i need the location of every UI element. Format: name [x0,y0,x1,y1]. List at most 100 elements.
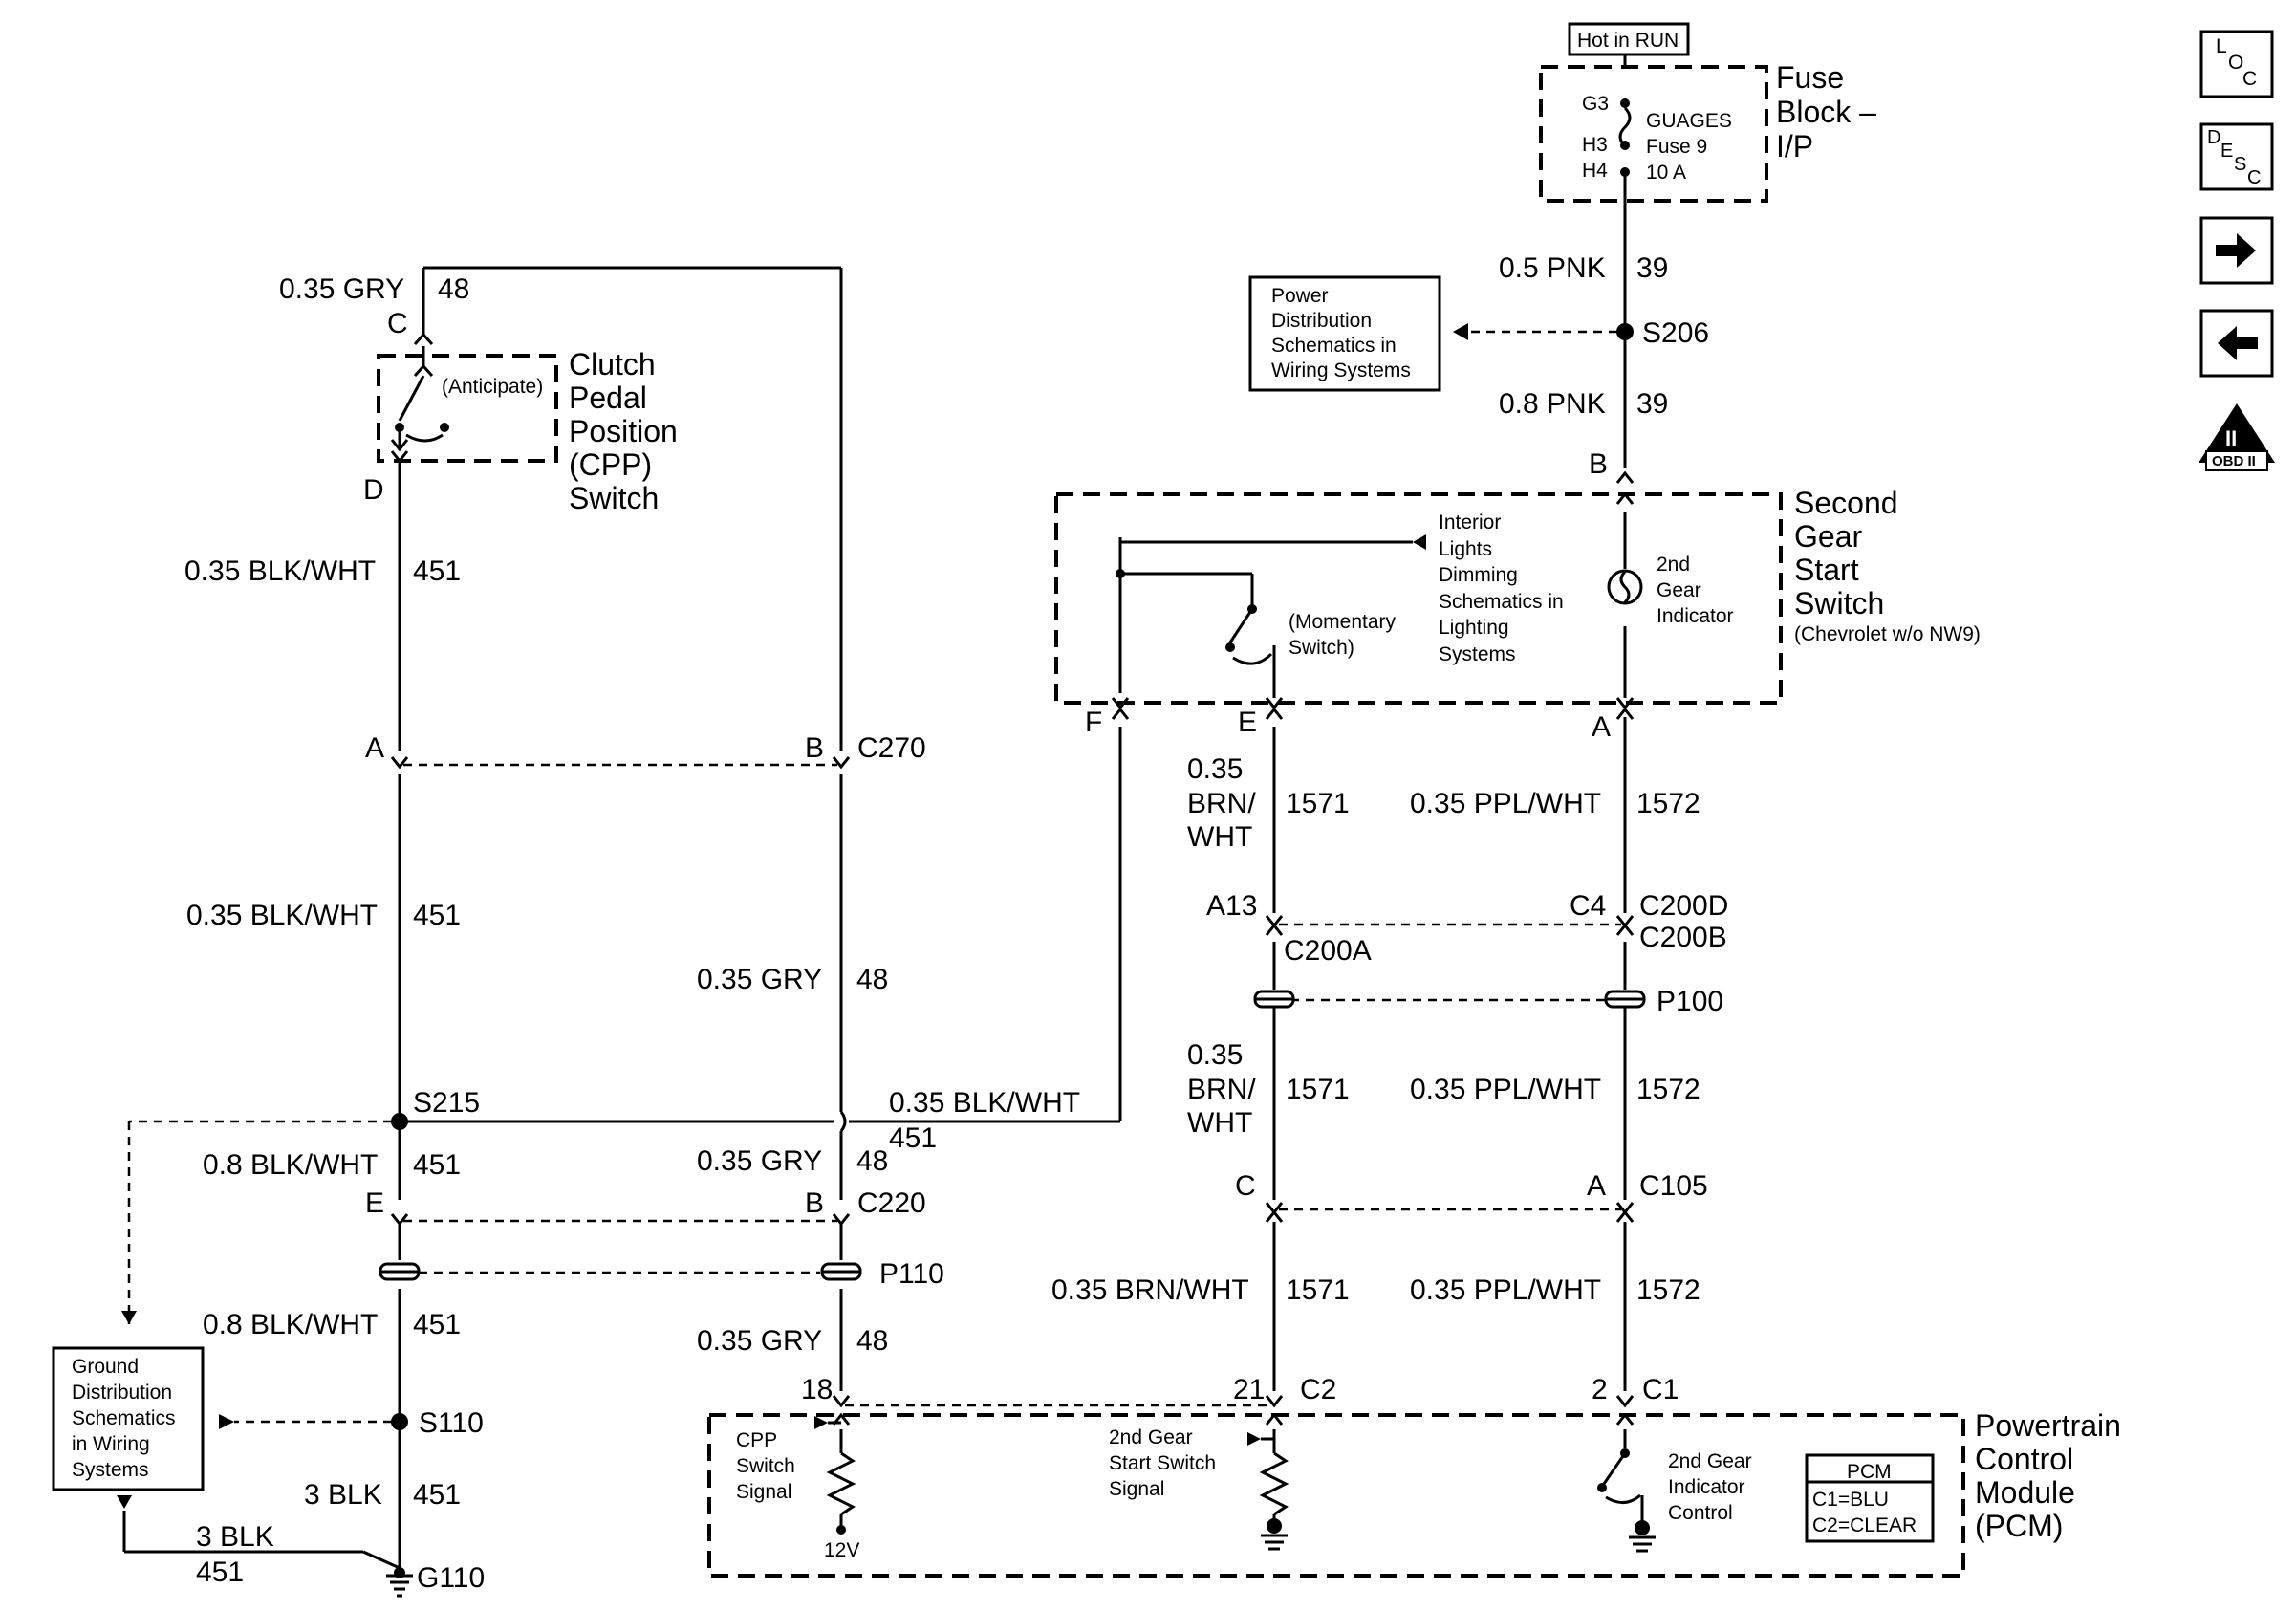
indicator-line-2: Gear [1657,579,1701,601]
pin-a13-label: A13 [1206,890,1257,922]
splice-s206 [1616,323,1634,340]
arrow-up-icon [121,1311,137,1324]
loc-letter-l: L [2216,35,2227,57]
p110-right-grommet [820,1262,862,1281]
c270-pin-a-label: A [365,732,384,764]
wire-39a-circuit: 39 [1636,252,1668,284]
sgs-note: (Chevrolet w/o NW9) [1794,623,1981,645]
pcm-legend-c1: C1=BLU [1812,1489,1889,1511]
pcm-title-2: Control [1975,1442,2073,1476]
wire-451d-gauge: 0.8 BLK/WHT [203,1309,378,1340]
pcm-indicator-ctrl-3: Control [1668,1502,1733,1524]
interior-line-1: Interior [1439,512,1501,533]
wire-451h-gauge: 0.35 BLK/WHT [889,1087,1080,1119]
wire-39a-gauge: 0.5 PNK [1499,252,1606,284]
pcm-cpp-signal-1: CPP [736,1429,777,1451]
pcm-connector-c2-label: C2 [1300,1374,1336,1405]
second-gear-switch-outline [1054,492,1783,705]
ground-dist-line-1: Ground [72,1356,139,1378]
wire-1572a-circuit: 1572 [1636,788,1700,819]
pcm-ground-indicator-icon [1629,1535,1656,1553]
arrow-down-icon [117,1495,132,1509]
wire-451e-circuit: 451 [413,1479,461,1511]
wire-451e-gauge: 3 BLK [304,1479,382,1511]
wire-1571b-circuit: 1571 [1286,1074,1350,1105]
p100-grommet [1604,990,1646,1009]
pcm-indicator-ctrl-2: Indicator [1668,1476,1745,1498]
power-distribution-box[interactable] [1248,275,1441,392]
momentary-line-2: Switch) [1289,637,1354,659]
obd-ii-button[interactable]: II OBD II [2199,403,2275,471]
pcm-title-1: Powertrain [1975,1408,2121,1443]
pcm-ground-gear-icon [1261,1534,1288,1551]
wire-48-mid-circuit: 48 [856,964,888,995]
cpp-anticipate-label: (Anticipate) [442,376,543,398]
wire-451a-circuit: 451 [413,555,461,587]
wire-1572c-circuit: 1572 [1636,1274,1700,1306]
prev-button[interactable] [2199,309,2274,378]
wire-1572a-gauge: 0.35 PPL/WHT [1410,788,1601,819]
cpp-switch-outline [377,354,558,463]
power-dist-line-1: Power [1271,285,1329,307]
pcm-title-4: (PCM) [1975,1509,2063,1543]
connector-c270-label: C270 [857,732,926,764]
interior-line-4: Schematics in [1439,591,1564,613]
c200a-grommet [1253,990,1295,1009]
cpp-title-5: Switch [569,481,659,515]
pcm-cpp-signal-2: Switch [736,1455,795,1477]
wire-48-mid-gauge: 0.35 GRY [697,964,822,995]
wire-451c-circuit: 451 [413,1149,461,1181]
pcm-gear-signal-3: Signal [1109,1478,1164,1500]
c220-pin-e-label: E [365,1187,384,1219]
pcm-gear-signal-1: 2nd Gear [1109,1426,1193,1448]
pin-a-c105-label: A [1587,1170,1606,1202]
cpp-switch-blade-icon [398,375,425,422]
wire-1571a-gauge-1: 0.35 [1187,753,1243,785]
loc-button[interactable]: L O C [2199,30,2274,98]
interior-line-6: Systems [1439,643,1516,665]
fuse-block-title-3: I/P [1776,129,1813,163]
desc-letter-d: D [2207,127,2220,148]
wire-451h-circuit: 451 [889,1122,937,1154]
cpp-title-2: Pedal [569,381,647,415]
pcm-indicator-ctrl-1: 2nd Gear [1668,1450,1752,1472]
hot-in-run-box [1568,22,1690,56]
ground-dist-line-4: in Wiring [72,1433,150,1455]
loc-letter-o: O [2228,52,2243,74]
arrow-left-small-icon [1413,534,1426,550]
interior-line-3: Dimming [1439,564,1518,586]
next-button[interactable] [2199,216,2274,285]
pcm-cpp-signal-3: Signal [736,1481,791,1503]
desc-letter-c: C [2247,167,2261,188]
fuse-rating: 10 A [1646,162,1686,184]
momentary-switch-icon [1228,608,1254,643]
c270-pin-b-label: B [805,732,824,764]
splice-s110-label: S110 [419,1407,484,1439]
ground-distribution-box[interactable] [52,1346,205,1491]
hot-in-run-label: Hot in RUN [1577,30,1679,52]
wire-48-top-circuit: 48 [438,273,469,305]
desc-button[interactable]: D E S C [2199,122,2274,191]
arrow-right-small-icon [219,1414,234,1429]
fuse-pin-h3: H3 [1582,134,1608,156]
cpp-pin-d-label: D [363,474,384,506]
pin-e-label: E [1238,707,1257,738]
splice-s215 [391,1113,408,1130]
fuse-block-title-1: Fuse [1776,60,1844,95]
wire-451c-gauge: 0.8 BLK/WHT [203,1149,378,1181]
ground-g110-label: G110 [417,1562,485,1594]
dashed-lines [127,330,1621,1424]
wire-1571a-gauge-3: WHT [1187,821,1252,853]
pin-b-label: B [1589,448,1608,480]
connector-c105-label: C105 [1639,1170,1708,1202]
ground-dist-line-3: Schematics [72,1407,176,1429]
wire-1572b-circuit: 1572 [1636,1074,1700,1105]
fuse-pin-g3: G3 [1582,93,1609,115]
wire-48c-gauge: 0.35 GRY [697,1145,822,1177]
pcm-driver-switch-icon [1602,1452,1627,1485]
ground-g110-icon [386,1574,413,1598]
c220-pin-b-label: B [805,1187,824,1219]
connector-c200a-label: C200A [1284,935,1372,967]
desc-letter-s: S [2234,154,2246,175]
